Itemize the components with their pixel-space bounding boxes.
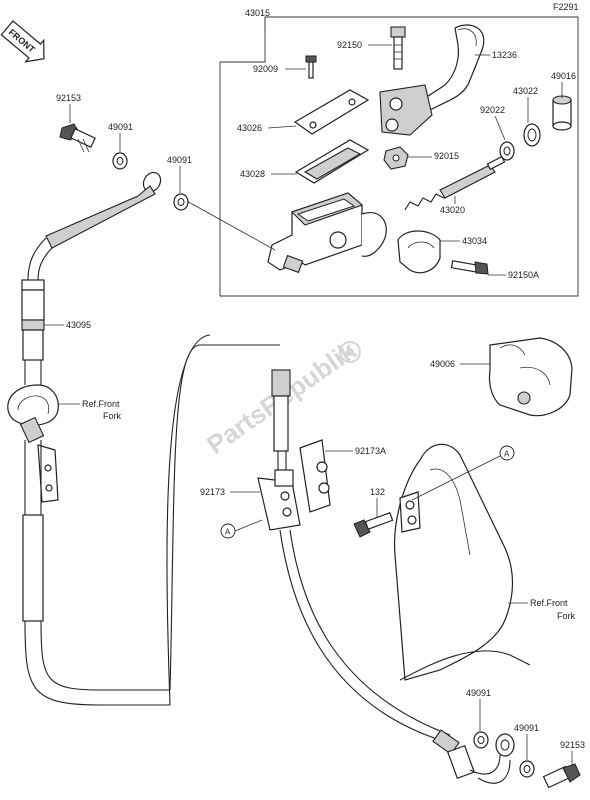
brake-hose-upper — [21, 171, 162, 385]
bolt-92150 — [390, 26, 406, 70]
label-132: 132 — [370, 487, 385, 497]
callout-a-right-label: A — [504, 450, 510, 459]
label-92015: 92015 — [434, 151, 459, 161]
label-43034: 43034 — [462, 236, 487, 246]
label-49091-top: 49091 — [108, 122, 133, 132]
clip-92173A — [299, 439, 331, 513]
label-ref-fork-right-2: Fork — [557, 611, 576, 621]
diaphragm-43028 — [294, 139, 370, 184]
callout-a-right: A — [411, 445, 515, 501]
label-13236: 13236 — [492, 50, 517, 60]
label-ref-fork-right-1: Ref.Front — [530, 598, 568, 608]
front-arrow-icon: FRONT — [0, 20, 45, 63]
washer-92022 — [499, 141, 515, 161]
washer-49091-mid — [173, 193, 189, 211]
clip-92173 — [257, 469, 301, 531]
label-92009: 92009 — [253, 64, 278, 74]
label-49006: 49006 — [430, 359, 455, 369]
cover-43026 — [293, 89, 370, 135]
label-49091-bot2: 49091 — [514, 723, 539, 733]
clamp-43034 — [397, 230, 441, 274]
label-92022: 92022 — [480, 105, 505, 115]
washer-49091-top — [112, 152, 128, 170]
circlip-43022 — [523, 123, 541, 147]
callout-a-left: A — [220, 519, 263, 539]
banjo-bolt-92153-bottom — [542, 763, 581, 789]
label-49016: 49016 — [551, 71, 576, 81]
washer-49091-bot1 — [473, 731, 489, 749]
banjo-bolt-92153-top — [59, 123, 96, 153]
label-ref-fork-left-2: Fork — [103, 411, 122, 421]
diagram-id: F2291 — [553, 2, 579, 12]
nut-92015 — [383, 146, 409, 170]
brake-hose-left-lower — [22, 334, 280, 706]
watermark-logo-icon — [339, 341, 361, 363]
label-ref-fork-left-1: Ref.Front — [82, 399, 120, 409]
label-92153-top: 92153 — [56, 93, 81, 103]
fork-clamp-left — [7, 384, 59, 503]
lever-13236 — [424, 24, 485, 111]
label-43022: 43022 — [513, 86, 538, 96]
bolt-132 — [353, 512, 394, 538]
hose-guide-49006 — [488, 337, 573, 417]
fork-guard-right — [393, 443, 531, 681]
assembly-bracket — [219, 16, 579, 297]
label-43015: 43015 — [245, 8, 270, 18]
label-43026: 43026 — [237, 123, 262, 133]
label-49091-bot1: 49091 — [466, 688, 491, 698]
label-43028: 43028 — [240, 169, 265, 179]
brake-hose-lower-banjo — [432, 729, 515, 784]
washer-49091-bot2 — [519, 760, 535, 778]
bolt-92150A — [450, 260, 489, 275]
label-92173A: 92173A — [355, 446, 386, 456]
boot-49016 — [552, 95, 572, 131]
lever-pivot — [379, 84, 433, 136]
label-92173: 92173 — [200, 487, 225, 497]
label-92150: 92150 — [337, 40, 362, 50]
label-43020: 43020 — [440, 205, 465, 215]
piston-43020 — [404, 155, 506, 211]
label-92153-bottom: 92153 — [560, 740, 585, 750]
screw-92009 — [305, 55, 317, 79]
callout-a-left-label: A — [225, 528, 231, 537]
label-43095: 43095 — [66, 320, 91, 330]
label-92150A: 92150A — [508, 270, 539, 280]
label-49091-mid: 49091 — [167, 155, 192, 165]
master-cylinder-body — [267, 192, 387, 274]
